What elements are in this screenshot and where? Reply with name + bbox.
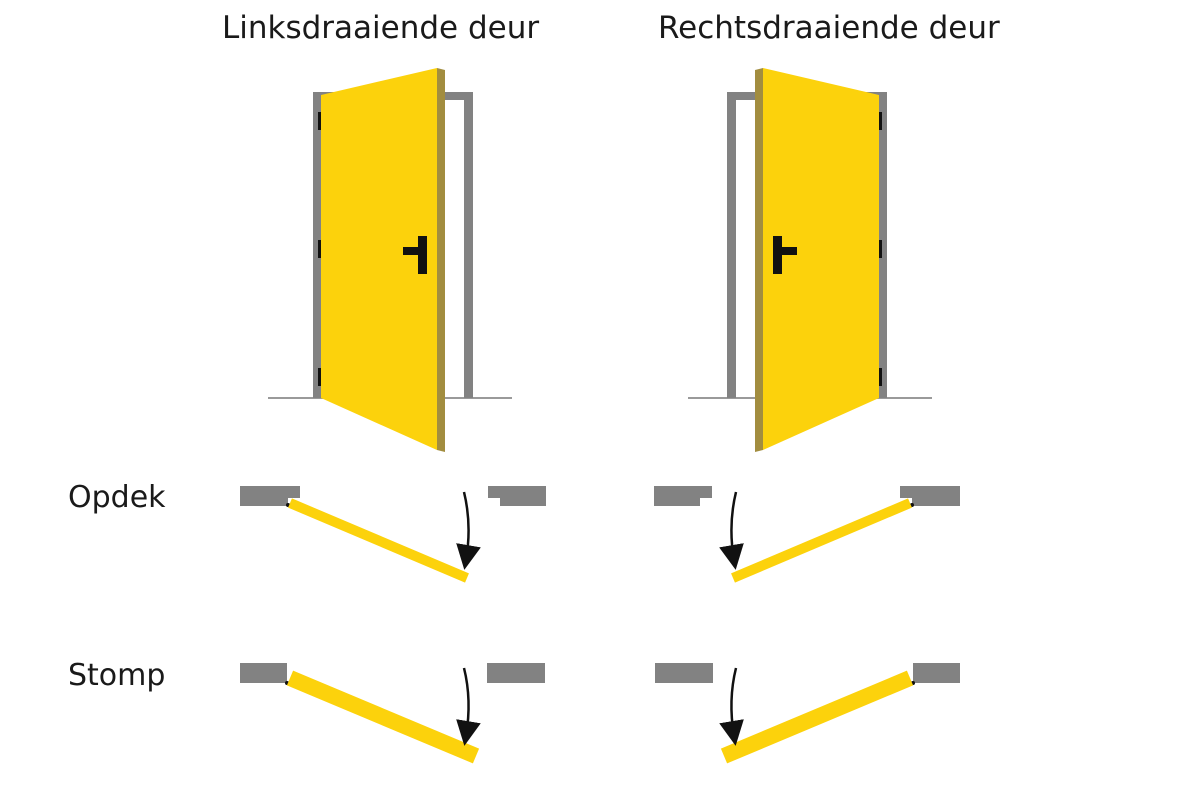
frame-section-left	[654, 486, 712, 506]
door-leaf-plan	[731, 498, 912, 583]
right-door-illustration	[688, 68, 932, 452]
door-leaf-plan	[720, 670, 914, 764]
title-left-door: Linksdraaiende deur	[222, 10, 540, 46]
door-leaf	[763, 68, 879, 450]
hinge-icon	[877, 112, 882, 130]
left-door-illustration	[268, 68, 512, 452]
door-edge	[437, 68, 445, 452]
row-label-opdek: Opdek	[68, 480, 166, 515]
frame-left-jamb	[727, 92, 736, 398]
hinge-icon	[318, 240, 323, 258]
frame-section-left	[655, 663, 713, 683]
frame-section-right	[487, 663, 545, 683]
frame-section-right	[900, 486, 960, 506]
frame-section-left	[240, 486, 300, 506]
stomp-left-plan	[240, 663, 545, 764]
hinge-icon	[877, 368, 882, 386]
row-label-stomp: Stomp	[68, 658, 166, 693]
hinge-icon	[318, 368, 323, 386]
frame-section-right	[913, 663, 960, 683]
door-handle-icon	[403, 236, 427, 274]
door-edge	[755, 68, 763, 452]
door-handle-icon	[773, 236, 797, 274]
hinge-icon	[877, 240, 882, 258]
hinge-icon	[318, 112, 323, 130]
swing-arrow-icon	[719, 667, 744, 746]
frame-left-jamb	[313, 92, 322, 398]
stomp-right-plan	[655, 663, 960, 764]
frame-section-right	[488, 486, 546, 506]
frame-right-jamb	[464, 92, 473, 398]
title-right-door: Rechtsdraaiende deur	[658, 10, 1000, 46]
frame-section-left	[240, 663, 287, 683]
door-leaf-plan	[288, 498, 469, 583]
swing-arrow-icon	[719, 491, 744, 570]
opdek-left-plan	[240, 486, 546, 583]
door-leaf-plan	[286, 670, 480, 764]
swing-arrow-icon	[456, 667, 481, 746]
opdek-right-plan	[654, 486, 960, 583]
swing-arrow-icon	[456, 491, 481, 570]
frame-right-jamb	[878, 92, 887, 398]
door-leaf	[321, 68, 437, 450]
